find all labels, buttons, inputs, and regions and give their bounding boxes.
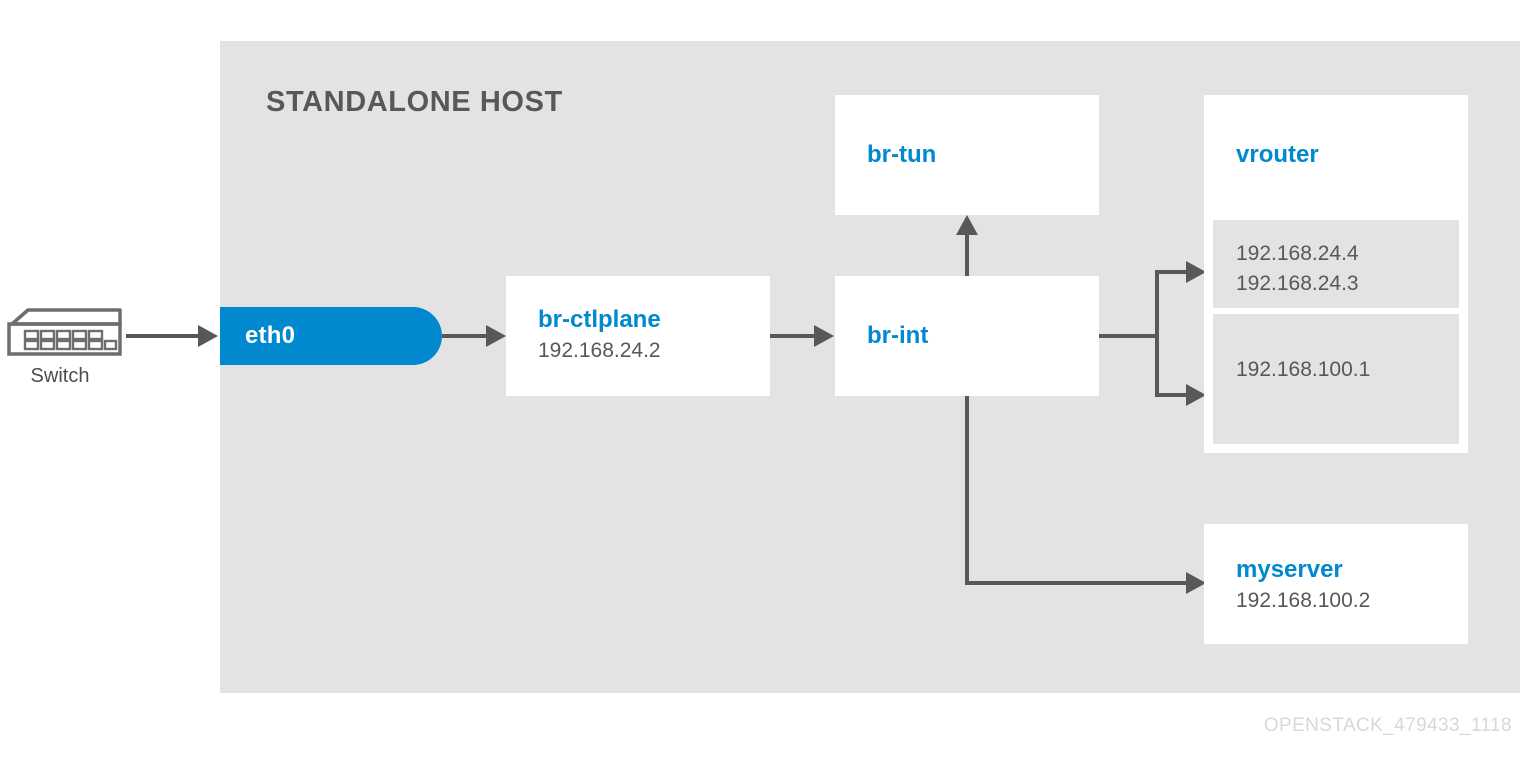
connector-eth0-to-brctlplane (442, 334, 490, 338)
arrowhead-brctlplane-to-brint (814, 325, 834, 347)
node-eth0-label: eth0 (245, 322, 296, 349)
vrouter-interface-slot: 192.168.100.1 (1213, 314, 1459, 444)
connector-brint-to-vrouter-up (1155, 270, 1159, 336)
node-br-tun[interactable]: br-tun (835, 95, 1099, 215)
node-br-int[interactable]: br-int (835, 276, 1099, 396)
page-title: STANDALONE HOST (266, 86, 563, 118)
node-br-ctlplane[interactable]: br-ctlplane 192.168.24.2 (506, 276, 770, 396)
connector-brint-to-myserver-horizontal (965, 581, 1190, 585)
node-vrouter-title: vrouter (1236, 141, 1319, 168)
watermark-label: OPENSTACK_479433_1118 (1263, 715, 1512, 736)
vrouter-interface-slot: 192.168.24.4 192.168.24.3 (1213, 220, 1459, 308)
connector-brint-to-vrouter-down (1155, 334, 1159, 397)
connector-brctlplane-to-brint (770, 334, 818, 338)
node-br-ctlplane-title: br-ctlplane (538, 306, 661, 333)
vrouter-ip: 192.168.24.4 (1236, 242, 1359, 265)
arrowhead-to-vrouter-slot0 (1186, 261, 1206, 283)
arrowhead-to-vrouter-slot1 (1186, 384, 1206, 406)
connector-vrouter-slot0-branch (1155, 270, 1190, 274)
node-br-tun-title: br-tun (867, 141, 937, 168)
arrowhead-brint-to-brtun (956, 215, 978, 235)
node-myserver[interactable]: myserver 192.168.100.2 (1204, 524, 1468, 644)
node-br-ctlplane-ip: 192.168.24.2 (538, 339, 661, 362)
vrouter-ip: 192.168.24.3 (1236, 272, 1359, 295)
arrowhead-to-myserver (1186, 572, 1206, 594)
arrowhead-eth0-to-brctlplane (486, 325, 506, 347)
switch-label: Switch (30, 365, 90, 387)
connector-brint-to-brtun (965, 234, 969, 276)
node-br-int-title: br-int (867, 322, 929, 349)
connector-brint-to-myserver-vertical (965, 396, 969, 585)
network-switch-icon (6, 305, 126, 360)
node-vrouter[interactable]: vrouter 192.168.24.4 192.168.24.3 192.16… (1204, 95, 1468, 453)
connector-switch-to-eth0 (126, 334, 204, 338)
arrowhead-switch-to-eth0 (198, 325, 218, 347)
node-eth0[interactable]: eth0 (220, 307, 442, 365)
connector-vrouter-slot1-branch (1155, 393, 1190, 397)
connector-brint-to-vrouter-stem (1099, 334, 1159, 338)
node-myserver-title: myserver (1236, 556, 1343, 583)
vrouter-ip: 192.168.100.1 (1236, 358, 1371, 381)
node-myserver-ip: 192.168.100.2 (1236, 589, 1371, 612)
